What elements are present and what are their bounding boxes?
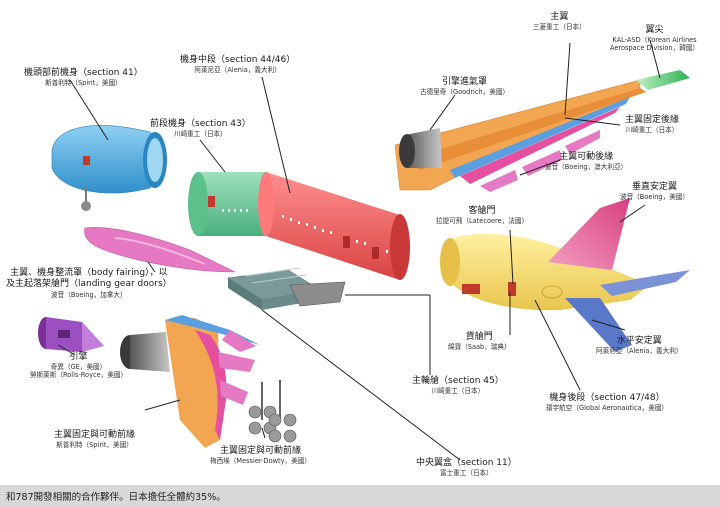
label-passenger-door: 客艙門 拉提可飛（Latecoere，法國）: [436, 206, 529, 226]
diagram-stage: 機頭部前機身（section 41） 斯普利特（Spirit，美國） 前段機身（…: [6, 12, 699, 478]
label-main-wing: 主翼 三菱重工（日本）: [533, 12, 586, 32]
wing-tip: [636, 70, 690, 90]
engine: [38, 317, 104, 352]
figure-caption: 和787開發相關的合作夥伴。日本擔任全體約35%。: [6, 492, 226, 503]
vertical-stabilizer: [548, 198, 630, 270]
label-cargo-door: 貨艙門 綿寶（Saab，瑞典）: [448, 332, 511, 352]
label-main-wheel-well: 主輪艙（section 45） 川崎重工（日本）: [412, 376, 504, 396]
horizontal-stabilizer: [565, 270, 690, 352]
aircraft-exploded-diagram: [38, 39, 690, 461]
leader-lines: [57, 39, 661, 461]
label-engine: 引擎 奇異（GE，美國） 勞斯萊斯（Rolls-Royce，美國）: [30, 352, 128, 380]
nose-gear: [81, 186, 91, 211]
forward-fuselage: [188, 172, 266, 236]
engine-nacelle: [399, 128, 442, 168]
label-wing-leading-edge: 主翼固定與可動前緣 斯普利特（Spirit，美國）: [54, 430, 136, 450]
label-vertical-stabilizer: 垂直安定翼 波音（Boeing，美國）: [620, 182, 689, 202]
label-aft-fuselage: 機身後段（section 47/48） 環宇航空（Global Aeronaut…: [546, 393, 669, 413]
main-wheel-well: [289, 281, 346, 307]
label-center-wing-box: 中央翼盒（section 11） 富士重工（日本）: [416, 458, 517, 478]
main-landing-gear: [248, 380, 297, 443]
aft-fuselage: [440, 233, 650, 311]
main-wing: [394, 70, 690, 192]
mid-fuselage: [258, 172, 410, 280]
label-body-fairing: 主翼、機身整流罩（body fairing），以 及主起落架艙門（landing…: [6, 268, 172, 299]
label-horizontal-stabilizer: 水平安定翼 阿萊尼亞（Alenia，義大利）: [596, 336, 683, 356]
label-landing-gear: 主翼固定與可動前緣 梅西埃（Messier-Dowty，美國）: [210, 446, 311, 466]
label-nose-section: 機頭部前機身（section 41） 斯普利特（Spirit，美國）: [24, 68, 143, 88]
nose-section: [51, 125, 167, 211]
label-fixed-trailing-edge: 主翼固定後緣 川崎重工（日本）: [625, 115, 680, 135]
wing-leading-edge-lower: [120, 315, 260, 448]
label-wing-tip: 翼尖 KAL-ASD（Korean Airlines Aerospace Div…: [610, 25, 699, 53]
figure-caption-bar: 和787開發相關的合作夥伴。日本擔任全體約35%。: [0, 485, 720, 507]
label-movable-trailing-edge: 主翼可動後緣 波音（Boeing，澳大利亞）: [545, 152, 628, 172]
label-engine-nacelle: 引擎進氣罩 古德里奇（Goodrich，美國）: [420, 77, 510, 97]
label-mid-fuselage: 機身中段（section 44/46） 阿萊尼亞（Alenia，義大利）: [180, 55, 296, 75]
label-forward-fuselage: 前段機身（section 43） 川崎重工（日本）: [150, 119, 251, 139]
movable-te-flaps: [480, 130, 600, 192]
